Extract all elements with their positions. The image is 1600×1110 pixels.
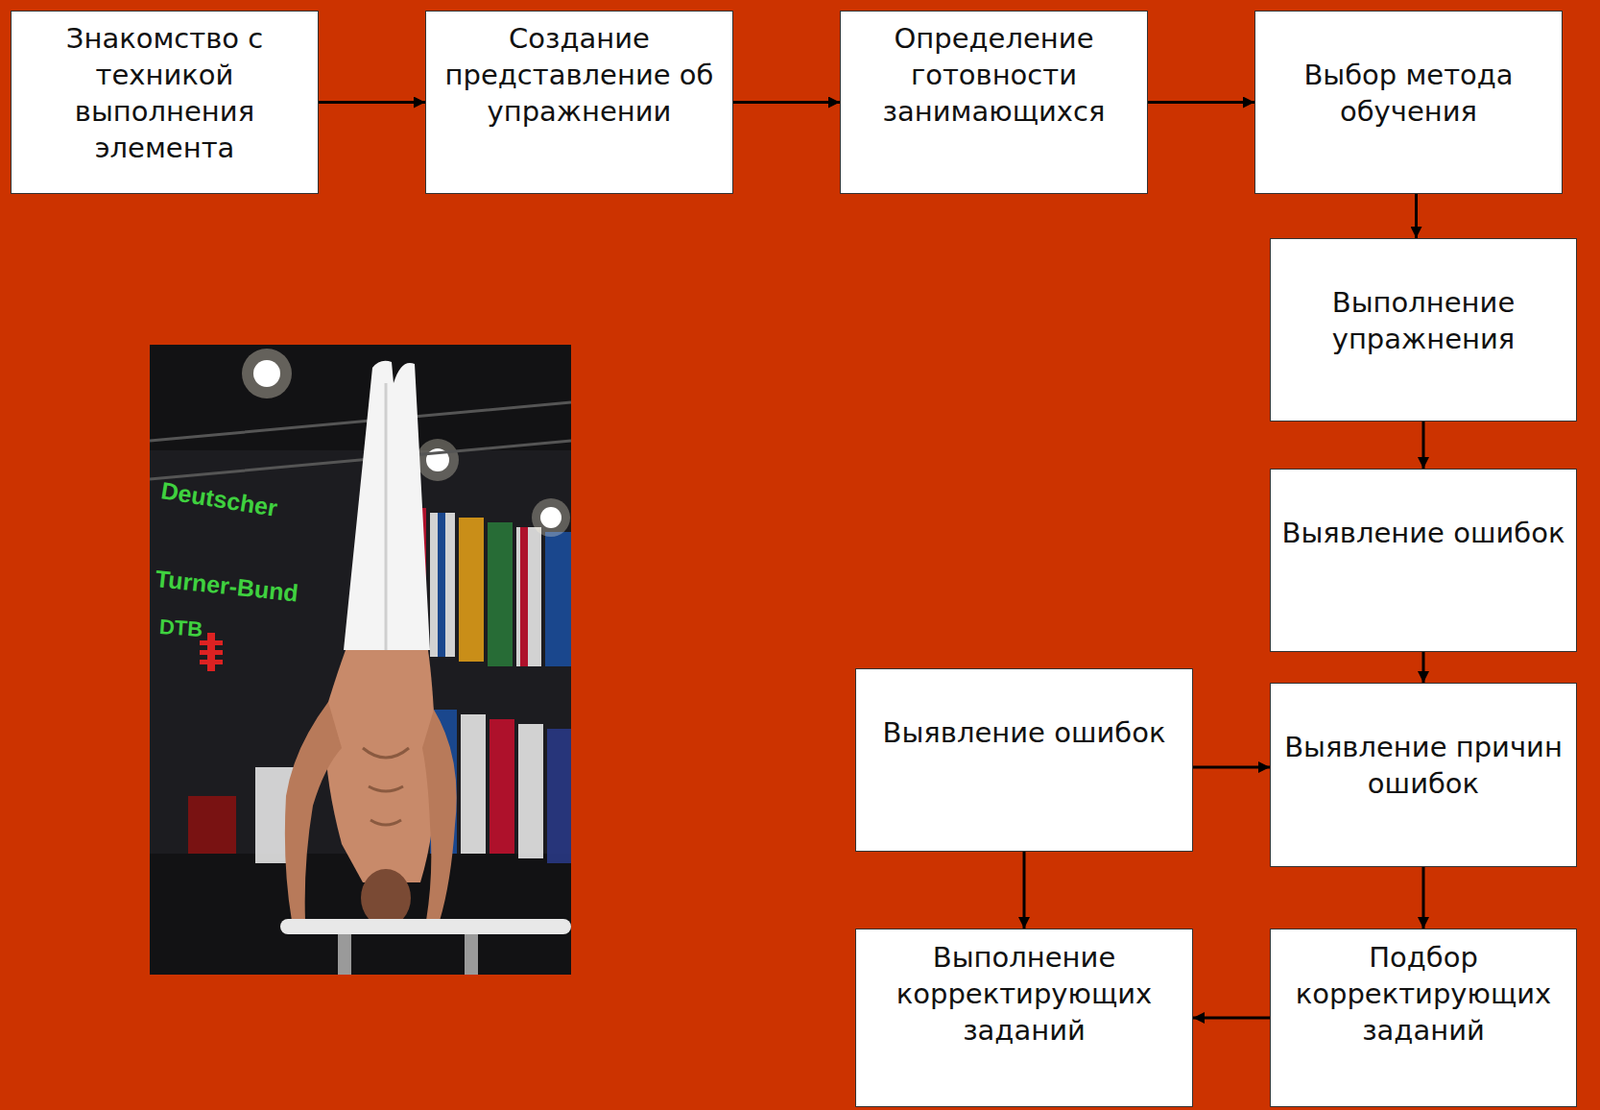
process-box: Выбор метода обучения xyxy=(1254,10,1563,194)
process-box: Знакомство с техникой выполнения элемент… xyxy=(10,10,319,194)
flow-arrow xyxy=(1193,1016,1270,1020)
process-box: Выявление ошибок xyxy=(855,668,1194,852)
box-text: Подбор корректирующих заданий xyxy=(1280,938,1567,1049)
process-box: Подбор корректирующих заданий xyxy=(1269,928,1577,1107)
box-text: Выявление причин ошибок xyxy=(1280,728,1567,802)
flow-arrow xyxy=(1422,651,1426,683)
box-text: Выбор метода обучения xyxy=(1265,56,1553,130)
flow-arrow xyxy=(1422,421,1426,469)
process-box: Выявление ошибок xyxy=(1269,468,1577,652)
photo-banner-text: DTB xyxy=(158,614,204,643)
box-text: Выполнение корректирующих заданий xyxy=(865,938,1183,1049)
flow-arrow xyxy=(318,100,426,104)
flow-arrow xyxy=(1422,866,1426,929)
box-text: Выявление ошибок xyxy=(865,714,1183,751)
flow-arrow xyxy=(1414,193,1418,239)
process-box: Выявление причин ошибок xyxy=(1269,682,1577,867)
process-box: Создание представление об упражнении xyxy=(425,10,734,194)
box-text: Выявление ошибок xyxy=(1280,514,1567,551)
box-text: Знакомство с техникой выполнения элемент… xyxy=(21,20,309,167)
flow-arrow xyxy=(733,100,840,104)
box-text: Определение готовности занимающихся xyxy=(850,20,1138,130)
box-text: Выполнение упражнения xyxy=(1280,284,1567,358)
box-text: Создание представление об упражнении xyxy=(435,20,723,130)
gymnast-photo xyxy=(149,344,572,975)
process-box: Выполнение упражнения xyxy=(1269,238,1577,422)
process-box: Выполнение корректирующих заданий xyxy=(855,928,1194,1107)
flow-arrow xyxy=(1023,851,1027,929)
process-box: Определение готовности занимающихся xyxy=(839,10,1148,194)
flow-arrow xyxy=(1193,765,1270,769)
flow-arrow xyxy=(1147,100,1255,104)
